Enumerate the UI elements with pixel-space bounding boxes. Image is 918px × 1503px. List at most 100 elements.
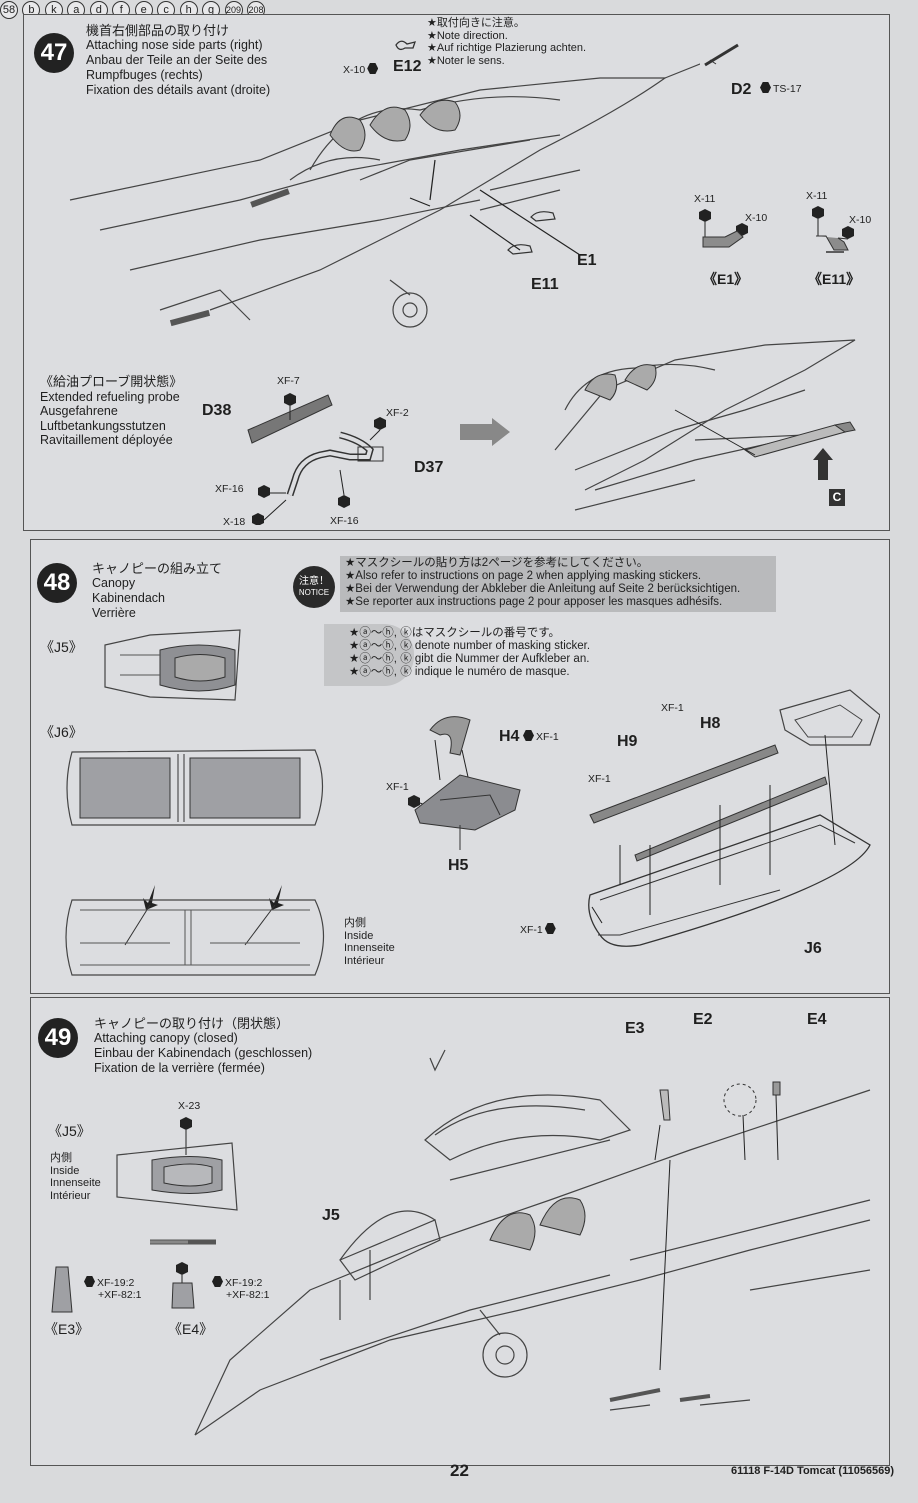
e4-detail-drawing — [171, 1262, 195, 1309]
h5-paint: XF-1 — [386, 781, 409, 793]
probe-result-drawing — [554, 339, 856, 511]
ref-circle-58: 58 — [0, 1, 18, 19]
step-47-panel — [23, 14, 890, 531]
d2-probe-drawing — [704, 43, 739, 67]
step-48-title: キャノピーの組み立て Canopy Kabinendach Verrière — [92, 561, 222, 621]
h9-paint: XF-1 — [588, 773, 611, 785]
title-de: Einbau der Kabinendach (geschlossen) — [94, 1046, 313, 1060]
nose-section-drawing — [69, 63, 700, 328]
paint-xf16a: XF-16 — [215, 483, 244, 495]
ref-letter-c: C — [829, 489, 845, 506]
paint-x18: X-18 — [223, 516, 246, 528]
notice-jp: 注意！ — [299, 576, 329, 587]
title-jp: キャノピーの組み立て — [92, 561, 223, 576]
e4-mix: XF-19:2 +XF-82:1 — [210, 1276, 269, 1301]
d37-label: D37 — [414, 459, 444, 476]
step-47-badge: 47 — [34, 33, 74, 73]
j6-paint: XF-1 — [520, 923, 558, 936]
e11-detail-label: 《E11》 — [808, 271, 861, 287]
mask-range-en: ⓐ～ⓗ, ⓚ — [359, 640, 412, 652]
j6-mask-label: 《J6》 — [40, 724, 83, 740]
mask-range-jp: ⓐ～ⓗ, ⓚ — [359, 627, 412, 639]
note-de: ★Bei der Verwendung der Abkleber die Anl… — [345, 583, 741, 595]
e3-mix-a: XF-19:2 — [82, 1276, 141, 1289]
h4-h5-drawing — [408, 716, 521, 850]
notice-en: NOTICE — [298, 588, 330, 597]
step-48-notes: ★マスクシールの貼り方は2ページを参考にしてください。 ★Also refer … — [345, 557, 740, 609]
e11-part-drawing — [507, 244, 533, 255]
probe-title: 《給油プローブ開状態》 Extended refueling probe Aus… — [40, 374, 183, 448]
inside-label-49: 内側 Inside Innenseite Intérieur — [50, 1152, 101, 1202]
e1-detail-drawing — [699, 209, 748, 248]
d2-label: D2 — [731, 81, 752, 98]
e4-detail-label: 《E4》 — [168, 1321, 214, 1337]
probe-title-jp: 《給油プローブ開状態》 — [40, 374, 183, 389]
title-de-1: Anbau der Teile an der Seite des — [86, 53, 268, 67]
j5-paint-x23: X-23 — [178, 1100, 201, 1112]
inside-de: Innenseite — [344, 942, 395, 954]
e12-label: E12 — [393, 58, 422, 75]
e2-label: E2 — [693, 1011, 713, 1028]
note-fr: ★Noter le sens. — [427, 54, 505, 67]
step-49-badge: 49 — [38, 1018, 78, 1058]
e11-paint-a: X-11 — [806, 190, 828, 202]
e1-label: E1 — [577, 252, 597, 269]
title-de: Kabinendach — [92, 591, 165, 605]
e3-label: E3 — [625, 1020, 645, 1037]
h5-label: H5 — [448, 857, 469, 874]
e4-label: E4 — [807, 1011, 827, 1028]
refueling-probe-drawing — [247, 393, 386, 525]
title-en: Attaching nose side parts (right) — [86, 38, 263, 52]
probe-title-de-1: Ausgefahrene — [40, 404, 118, 418]
j5-label: J5 — [322, 1207, 340, 1224]
h4-label: H4 — [499, 728, 520, 745]
mask-range-fr: ⓐ～ⓗ, ⓚ — [359, 666, 412, 678]
probe-title-fr: Ravitaillement déployée — [40, 433, 173, 447]
e3-mix: XF-19:2 +XF-82:1 — [82, 1276, 141, 1301]
note-jp: ★マスクシールの貼り方は2ページを参考にしてください。 — [345, 557, 649, 569]
e12-paint: X-10 — [343, 63, 380, 76]
title-en: Attaching canopy (closed) — [94, 1031, 238, 1045]
inside-jp: 内側 — [344, 917, 366, 929]
mask-note-jp: はマスクシールの番号です。 — [411, 627, 561, 639]
e1-detail-label: 《E1》 — [703, 271, 749, 287]
d38-label: D38 — [202, 402, 232, 419]
notice-band — [340, 556, 776, 612]
e1-part-drawing — [530, 211, 556, 222]
note-direction-icon — [395, 40, 416, 51]
paint-xf7: XF-7 — [277, 375, 300, 387]
j6-mask-drawing — [66, 749, 324, 826]
j6-assembly-drawing — [588, 689, 880, 947]
title-fr: Fixation de la verrière (fermée) — [94, 1061, 265, 1075]
note-jp: ★取付向きに注意。 — [427, 17, 525, 29]
e11-paint-b: X-10 — [849, 214, 872, 226]
probe-title-de-2: Luftbetankungsstutzen — [40, 418, 166, 433]
arrow-right-icon — [460, 418, 510, 446]
mask-note-en: denote number of masking sticker. — [414, 640, 591, 652]
inside-de: Innenseite — [50, 1177, 101, 1189]
note-fr: ★Se reporter aux instructions page 2 pou… — [345, 596, 723, 608]
inside-fr: Intérieur — [344, 954, 385, 967]
inside-fr: Intérieur — [50, 1189, 91, 1202]
step-47-notes: ★取付向きに注意。 ★Note direction. ★Auf richtige… — [427, 17, 586, 67]
h4-paint: XF-1 — [521, 730, 559, 743]
j5-detail-label: 《J5》 — [48, 1123, 91, 1139]
step-49-title: キャノピーの取り付け（閉状態） Attaching canopy (closed… — [94, 1016, 312, 1076]
inside-en: Inside — [50, 1164, 80, 1177]
mask-note-de: gibt die Nummer der Aufkleber an. — [414, 653, 590, 665]
mask-band — [324, 624, 414, 686]
h8-label: H8 — [700, 715, 721, 732]
inside-label-48: 内側 Inside Innenseite Intérieur — [344, 917, 395, 967]
j6-inside-drawing — [65, 885, 324, 976]
j5-inside-drawing — [116, 1117, 238, 1211]
j6-label: J6 — [804, 940, 822, 957]
title-de-2: Rumpfbuges (rechts) — [86, 68, 203, 82]
j5-mask-label: 《J5》 — [40, 639, 83, 655]
j5-mask-drawing — [104, 629, 241, 701]
e1-paint-b: X-10 — [745, 212, 768, 224]
paint-xf2: XF-2 — [386, 407, 409, 419]
mask-note-fr: indique le numéro de masque. — [414, 666, 570, 678]
h8-paint: XF-1 — [661, 702, 684, 714]
paint-xf16b: XF-16 — [330, 515, 359, 527]
title-jp: キャノピーの取り付け（閉状態） — [94, 1016, 290, 1031]
